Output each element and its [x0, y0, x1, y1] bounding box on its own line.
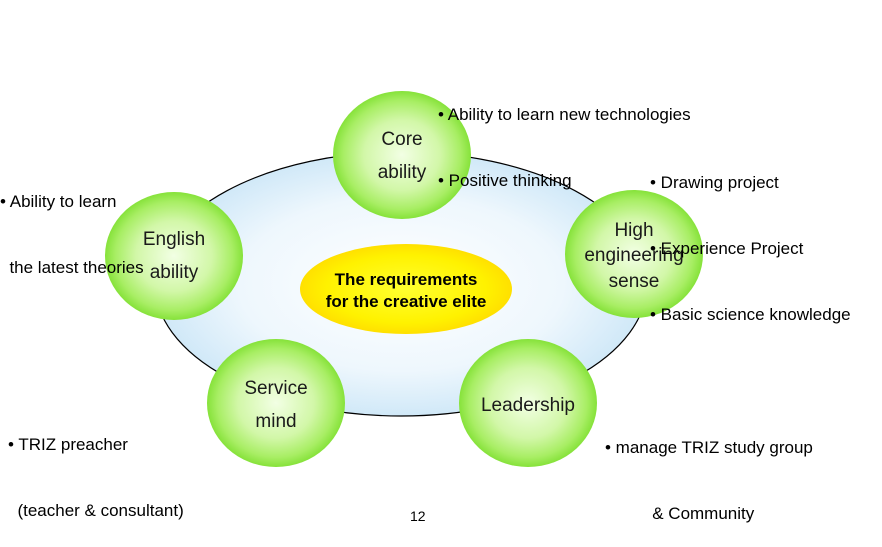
service-mind-label-line1: Service [244, 378, 307, 399]
english-ability-note: • Ability to learn the latest theories [0, 147, 144, 301]
high-engineering-sense-node: High engineering sense [565, 190, 703, 318]
service-mind-note: • TRIZ preacher (teacher & consultant) [8, 390, 184, 544]
page-number: 12 [410, 508, 426, 524]
requirements-diagram: The requirements for the creative elite … [105, 91, 703, 467]
core-ability-label-line1: Core [381, 129, 422, 150]
engineering-note-line-2: • Experience Project [650, 239, 804, 258]
english-ability-node: English ability [105, 192, 243, 320]
english-ability-label-line2: ability [150, 262, 199, 283]
engineering-label-line1: High [614, 220, 653, 241]
center-title-line2: for the creative elite [326, 292, 487, 311]
english-note-line-2: the latest theories [0, 258, 144, 277]
center-oval [300, 244, 512, 334]
english-ability-label-line1: English [143, 229, 205, 250]
engineering-label-line3: sense [609, 271, 660, 292]
service-note-line-2: (teacher & consultant) [8, 501, 184, 520]
core-ability-label-line2: ability [378, 162, 427, 183]
service-note-line-1: • TRIZ preacher [8, 435, 128, 454]
core-ability-note: • Ability to learn new technologies • Po… [438, 60, 691, 214]
engineering-note-line-1: • Drawing project [650, 173, 779, 192]
center-title-line1: The requirements [335, 270, 478, 289]
leadership-note: • manage TRIZ study group & Community [605, 393, 813, 547]
leadership-note-line-2: & Community [605, 504, 755, 523]
core-note-line-1: • Ability to learn new technologies [438, 105, 691, 124]
engineering-label-line2: engineering [584, 245, 683, 266]
service-mind-label-line2: mind [255, 411, 296, 432]
leadership-note-line-1: • manage TRIZ study group [605, 438, 813, 457]
engineering-note: • Drawing project • Experience Project •… [650, 128, 851, 348]
english-note-line-1: • Ability to learn [0, 192, 117, 211]
leadership-label: Leadership [481, 395, 575, 416]
core-note-line-2: • Positive thinking [438, 171, 572, 190]
engineering-note-line-3: • Basic science knowledge [650, 305, 851, 324]
service-mind-node: Service mind [207, 339, 345, 467]
leadership-node: Leadership [459, 339, 597, 467]
core-ability-node: Core ability [333, 91, 471, 219]
